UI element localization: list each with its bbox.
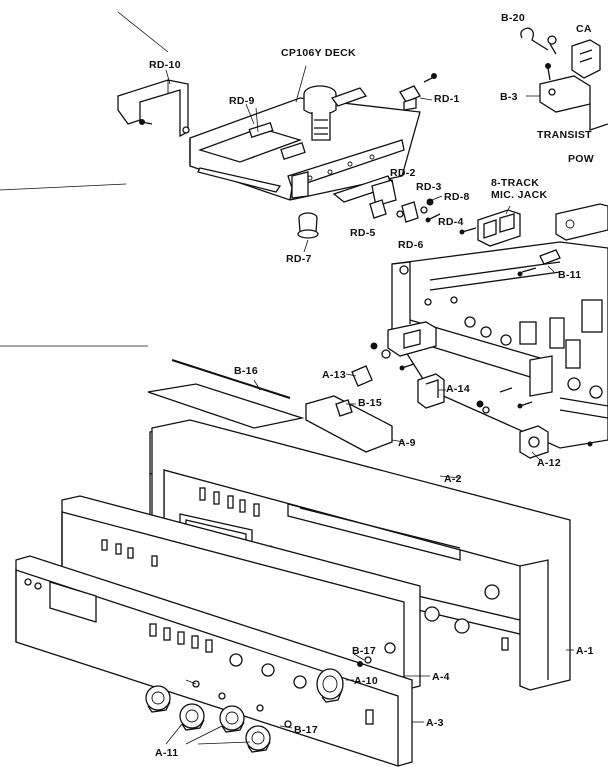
label-a10: A-10 bbox=[354, 675, 378, 687]
label-rd9: RD-9 bbox=[229, 95, 255, 107]
label-a1: A-1 bbox=[576, 645, 594, 657]
label-b11: B-11 bbox=[558, 269, 581, 281]
a12-part bbox=[519, 425, 549, 459]
label-b15: B-15 bbox=[358, 397, 382, 409]
b3-part bbox=[539, 39, 608, 131]
label-cp106y-deck: CP106Y DECK bbox=[281, 47, 356, 59]
cp106y-deck bbox=[189, 65, 421, 201]
label-b3: B-3 bbox=[500, 91, 518, 103]
label-rd6: RD-6 bbox=[398, 239, 424, 251]
label-a11: A-11 bbox=[155, 747, 178, 759]
label-a9: A-9 bbox=[398, 437, 416, 449]
a4-panel bbox=[61, 495, 430, 691]
label-a14: A-14 bbox=[446, 383, 470, 395]
label-rd7: RD-7 bbox=[286, 253, 312, 265]
margin-leader-lines bbox=[0, 11, 169, 347]
label-mic-jack: MIC. JACK bbox=[491, 189, 547, 201]
a14-part bbox=[417, 373, 445, 409]
label-ca: CA bbox=[576, 23, 592, 35]
b20-part bbox=[520, 27, 557, 55]
label-a13: A-13 bbox=[322, 369, 346, 381]
label-pow: POW bbox=[568, 153, 594, 165]
label-rd4: RD-4 bbox=[438, 216, 464, 228]
eight-track-mic-jack bbox=[459, 205, 521, 247]
label-rd8: RD-8 bbox=[444, 191, 470, 203]
top-trim-bar bbox=[147, 379, 305, 429]
rd3-rd4-part bbox=[396, 195, 443, 223]
label-b16: B-16 bbox=[234, 365, 258, 377]
label-a2: A-2 bbox=[444, 473, 462, 485]
right-edge-jack bbox=[555, 203, 608, 241]
label-rd5: RD-5 bbox=[350, 227, 376, 239]
rd5-clip bbox=[369, 199, 387, 219]
label-leaders bbox=[165, 69, 574, 729]
switch-block bbox=[387, 321, 437, 357]
a13-switch bbox=[351, 365, 373, 387]
a11-knobs bbox=[145, 679, 292, 753]
label-b17-top: B-17 bbox=[352, 645, 376, 657]
chassis-frame bbox=[391, 241, 608, 449]
a10-knob bbox=[316, 656, 372, 703]
label-b20: B-20 bbox=[501, 12, 525, 24]
label-rd10: RD-10 bbox=[149, 59, 181, 71]
rd7-foot bbox=[297, 212, 319, 253]
label-rd3: RD-3 bbox=[416, 181, 442, 193]
a9-plate bbox=[305, 395, 405, 453]
rd2-bracket bbox=[332, 175, 397, 207]
label-rd2: RD-2 bbox=[390, 167, 416, 179]
chassis-screws bbox=[370, 342, 593, 447]
label-a3: A-3 bbox=[426, 717, 444, 729]
label-transist: TRANSIST bbox=[537, 129, 592, 141]
a3-front-panel bbox=[15, 555, 424, 767]
label-b17-bottom: B-17 bbox=[294, 724, 318, 736]
label-rd1: RD-1 bbox=[434, 93, 460, 105]
part-labels: B-20 CA CP106Y DECK RD-10 RD-9 RD-1 B-3 … bbox=[149, 12, 594, 759]
label-a4: A-4 bbox=[432, 671, 450, 683]
label-eight-track: 8-TRACK bbox=[491, 177, 539, 189]
b16-rod bbox=[171, 359, 291, 399]
label-a12: A-12 bbox=[537, 457, 561, 469]
rd1-part bbox=[399, 73, 437, 111]
rd10-bracket bbox=[117, 79, 190, 138]
